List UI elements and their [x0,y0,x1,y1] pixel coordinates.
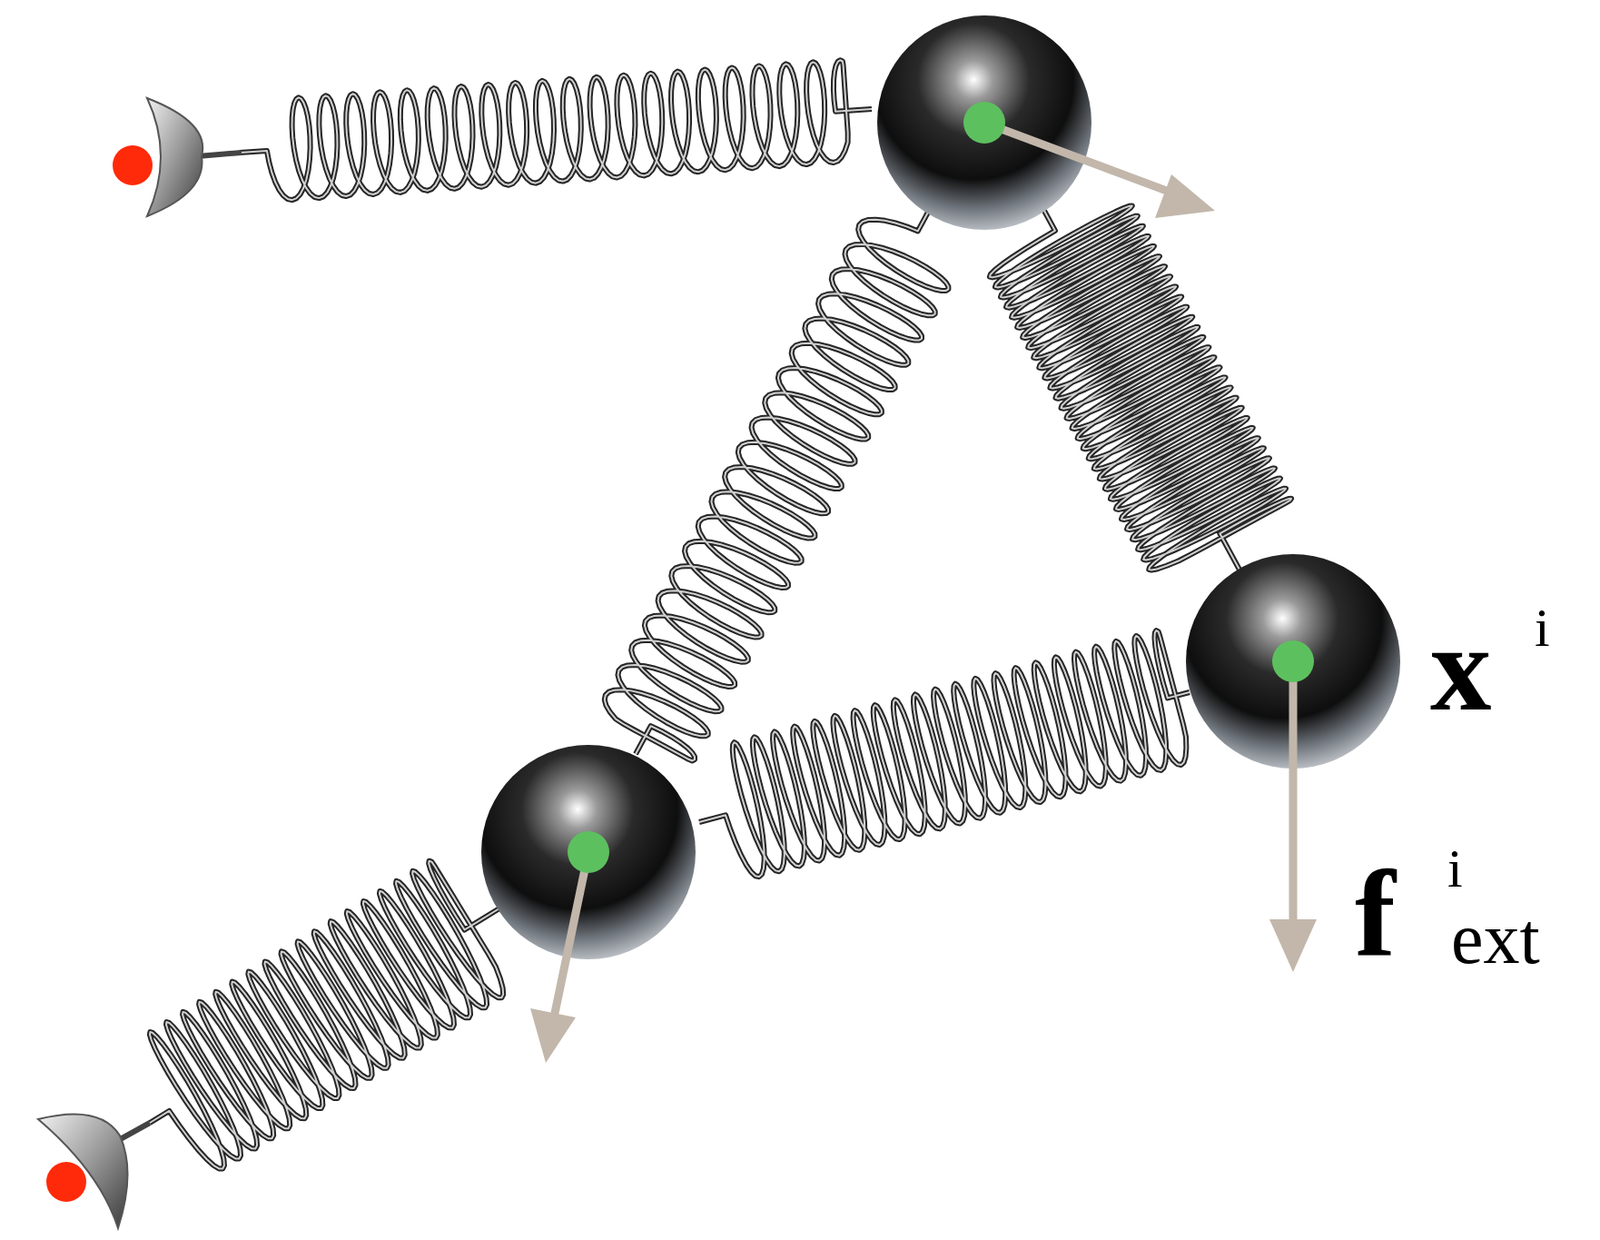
position-dot [1272,640,1314,682]
force-arrows [530,122,1317,1063]
spring-highlight [604,207,949,761]
spring-coil [149,860,504,1169]
spring-highlight [699,630,1190,877]
position-dot [567,830,610,873]
fixed-point [112,145,153,186]
arrow-head [1269,918,1317,972]
arrow-head [530,1007,576,1063]
spring [699,630,1190,877]
spring-highlight [989,206,1292,582]
spring-highlight [149,860,504,1169]
spring [239,59,872,200]
arrow-head [1155,174,1215,218]
anchor-stem [197,152,242,157]
spring-coil [239,59,872,200]
superscript-index: i [1447,840,1463,896]
springs [149,59,1292,1168]
force-symbol: f [1354,851,1396,975]
mass-ball [877,15,1092,230]
spring [149,860,504,1169]
anchor-cup [147,98,203,217]
superscript-index: i [1534,600,1551,655]
spring-coil [989,206,1292,582]
spring-coil [699,630,1190,877]
anchor-cup [38,1113,129,1228]
position-dot [963,101,1006,144]
subscript-label: ext [1451,901,1541,975]
position-symbol: x [1430,606,1492,730]
mass-ball [481,744,696,959]
spring-highlight [239,59,872,200]
force-arrow [553,851,589,1018]
fixed-point [46,1161,87,1202]
spring [989,206,1292,582]
force-arrow [1289,661,1298,927]
spring-coil [604,207,949,761]
spring [604,207,949,761]
force-arrow [984,122,1172,193]
